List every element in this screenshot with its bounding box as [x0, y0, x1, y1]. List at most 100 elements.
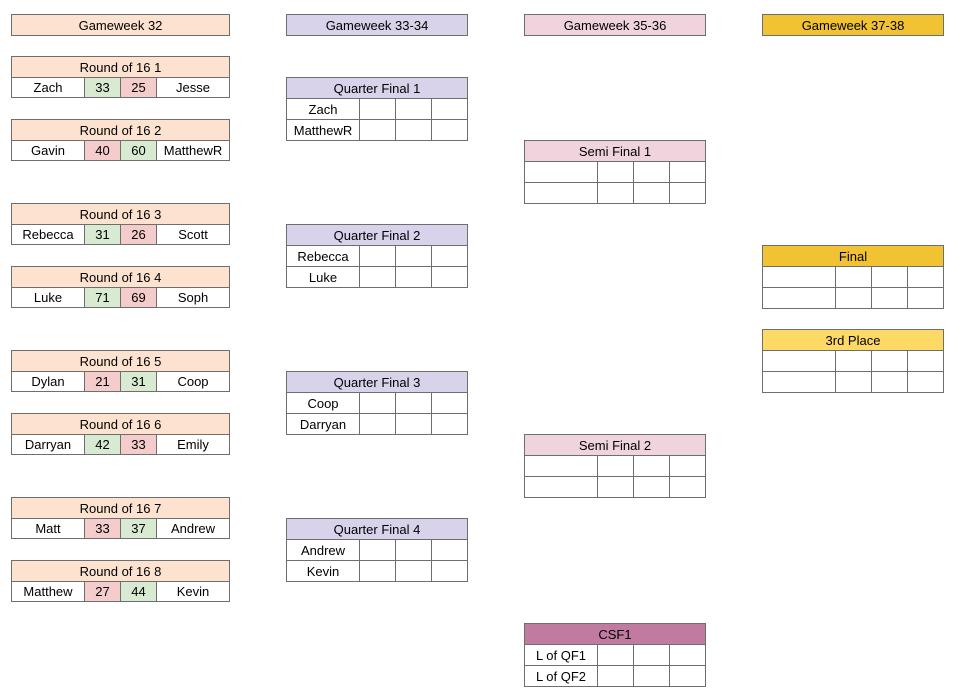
qf3-score-cell[interactable]: [359, 392, 396, 414]
r16-score-1[interactable]: 33: [84, 518, 121, 539]
sf2-player-1[interactable]: [524, 455, 598, 477]
r16-player-1[interactable]: Luke: [11, 287, 85, 308]
r16-score-2[interactable]: 60: [120, 140, 157, 161]
qf3-score-cell[interactable]: [395, 413, 432, 435]
qf4-score-cell[interactable]: [359, 539, 396, 561]
third-place-score-cell[interactable]: [871, 350, 908, 372]
csf1-score-cell[interactable]: [669, 644, 706, 666]
third-place-score-cell[interactable]: [835, 350, 872, 372]
qf3-score-cell[interactable]: [359, 413, 396, 435]
final-score-cell[interactable]: [835, 266, 872, 288]
qf3-score-cell[interactable]: [431, 413, 468, 435]
r16-player-1[interactable]: Dylan: [11, 371, 85, 392]
third-place-player-2[interactable]: [762, 371, 836, 393]
qf3-player-2[interactable]: Darryan: [286, 413, 360, 435]
sf1-score-cell[interactable]: [633, 161, 670, 183]
sf1-score-cell[interactable]: [597, 182, 634, 204]
final-score-cell[interactable]: [871, 266, 908, 288]
csf1-player-2[interactable]: L of QF2: [524, 665, 598, 687]
qf2-score-cell[interactable]: [395, 245, 432, 267]
r16-player-2[interactable]: Coop: [156, 371, 230, 392]
sf2-score-cell[interactable]: [633, 455, 670, 477]
sf1-score-cell[interactable]: [669, 182, 706, 204]
qf2-score-cell[interactable]: [395, 266, 432, 288]
sf2-score-cell[interactable]: [669, 455, 706, 477]
sf1-score-cell[interactable]: [633, 182, 670, 204]
r16-score-2[interactable]: 26: [120, 224, 157, 245]
qf4-score-cell[interactable]: [431, 539, 468, 561]
qf4-score-cell[interactable]: [359, 560, 396, 582]
qf4-score-cell[interactable]: [431, 560, 468, 582]
third-place-score-cell[interactable]: [907, 371, 944, 393]
r16-player-2[interactable]: Kevin: [156, 581, 230, 602]
csf1-score-cell[interactable]: [633, 644, 670, 666]
qf1-score-cell[interactable]: [395, 119, 432, 141]
sf2-score-cell[interactable]: [597, 476, 634, 498]
qf2-score-cell[interactable]: [431, 245, 468, 267]
csf1-player-1[interactable]: L of QF1: [524, 644, 598, 666]
r16-score-1[interactable]: 21: [84, 371, 121, 392]
qf2-score-cell[interactable]: [359, 245, 396, 267]
qf1-score-cell[interactable]: [359, 98, 396, 120]
qf2-player-2[interactable]: Luke: [286, 266, 360, 288]
qf1-score-cell[interactable]: [359, 119, 396, 141]
r16-player-1[interactable]: Gavin: [11, 140, 85, 161]
sf2-player-2[interactable]: [524, 476, 598, 498]
qf2-score-cell[interactable]: [431, 266, 468, 288]
r16-player-1[interactable]: Darryan: [11, 434, 85, 455]
csf1-score-cell[interactable]: [669, 665, 706, 687]
final-score-cell[interactable]: [835, 287, 872, 309]
r16-score-2[interactable]: 25: [120, 77, 157, 98]
sf1-score-cell[interactable]: [597, 161, 634, 183]
final-player-2[interactable]: [762, 287, 836, 309]
r16-player-1[interactable]: Matthew: [11, 581, 85, 602]
r16-player-1[interactable]: Rebecca: [11, 224, 85, 245]
final-player-1[interactable]: [762, 266, 836, 288]
qf1-player-1[interactable]: Zach: [286, 98, 360, 120]
r16-score-1[interactable]: 71: [84, 287, 121, 308]
csf1-score-cell[interactable]: [597, 665, 634, 687]
sf2-score-cell[interactable]: [633, 476, 670, 498]
r16-score-2[interactable]: 33: [120, 434, 157, 455]
r16-player-1[interactable]: Zach: [11, 77, 85, 98]
sf1-player-1[interactable]: [524, 161, 598, 183]
qf4-score-cell[interactable]: [395, 539, 432, 561]
third-place-score-cell[interactable]: [907, 350, 944, 372]
r16-score-2[interactable]: 44: [120, 581, 157, 602]
csf1-score-cell[interactable]: [633, 665, 670, 687]
qf4-player-1[interactable]: Andrew: [286, 539, 360, 561]
qf1-player-2[interactable]: MatthewR: [286, 119, 360, 141]
qf3-player-1[interactable]: Coop: [286, 392, 360, 414]
r16-score-1[interactable]: 40: [84, 140, 121, 161]
r16-score-2[interactable]: 31: [120, 371, 157, 392]
r16-player-2[interactable]: Andrew: [156, 518, 230, 539]
qf1-score-cell[interactable]: [395, 98, 432, 120]
sf1-player-2[interactable]: [524, 182, 598, 204]
final-score-cell[interactable]: [907, 287, 944, 309]
final-score-cell[interactable]: [907, 266, 944, 288]
qf2-score-cell[interactable]: [359, 266, 396, 288]
r16-player-2[interactable]: Scott: [156, 224, 230, 245]
qf4-player-2[interactable]: Kevin: [286, 560, 360, 582]
r16-player-2[interactable]: Emily: [156, 434, 230, 455]
csf1-score-cell[interactable]: [597, 644, 634, 666]
r16-score-1[interactable]: 27: [84, 581, 121, 602]
sf1-score-cell[interactable]: [669, 161, 706, 183]
qf4-score-cell[interactable]: [395, 560, 432, 582]
qf1-score-cell[interactable]: [431, 119, 468, 141]
third-place-player-1[interactable]: [762, 350, 836, 372]
r16-score-2[interactable]: 37: [120, 518, 157, 539]
qf3-score-cell[interactable]: [395, 392, 432, 414]
third-place-score-cell[interactable]: [835, 371, 872, 393]
r16-score-1[interactable]: 42: [84, 434, 121, 455]
r16-player-2[interactable]: Jesse: [156, 77, 230, 98]
qf3-score-cell[interactable]: [431, 392, 468, 414]
r16-score-2[interactable]: 69: [120, 287, 157, 308]
r16-score-1[interactable]: 31: [84, 224, 121, 245]
sf2-score-cell[interactable]: [597, 455, 634, 477]
r16-player-2[interactable]: MatthewR: [156, 140, 230, 161]
r16-player-1[interactable]: Matt: [11, 518, 85, 539]
sf2-score-cell[interactable]: [669, 476, 706, 498]
qf2-player-1[interactable]: Rebecca: [286, 245, 360, 267]
third-place-score-cell[interactable]: [871, 371, 908, 393]
